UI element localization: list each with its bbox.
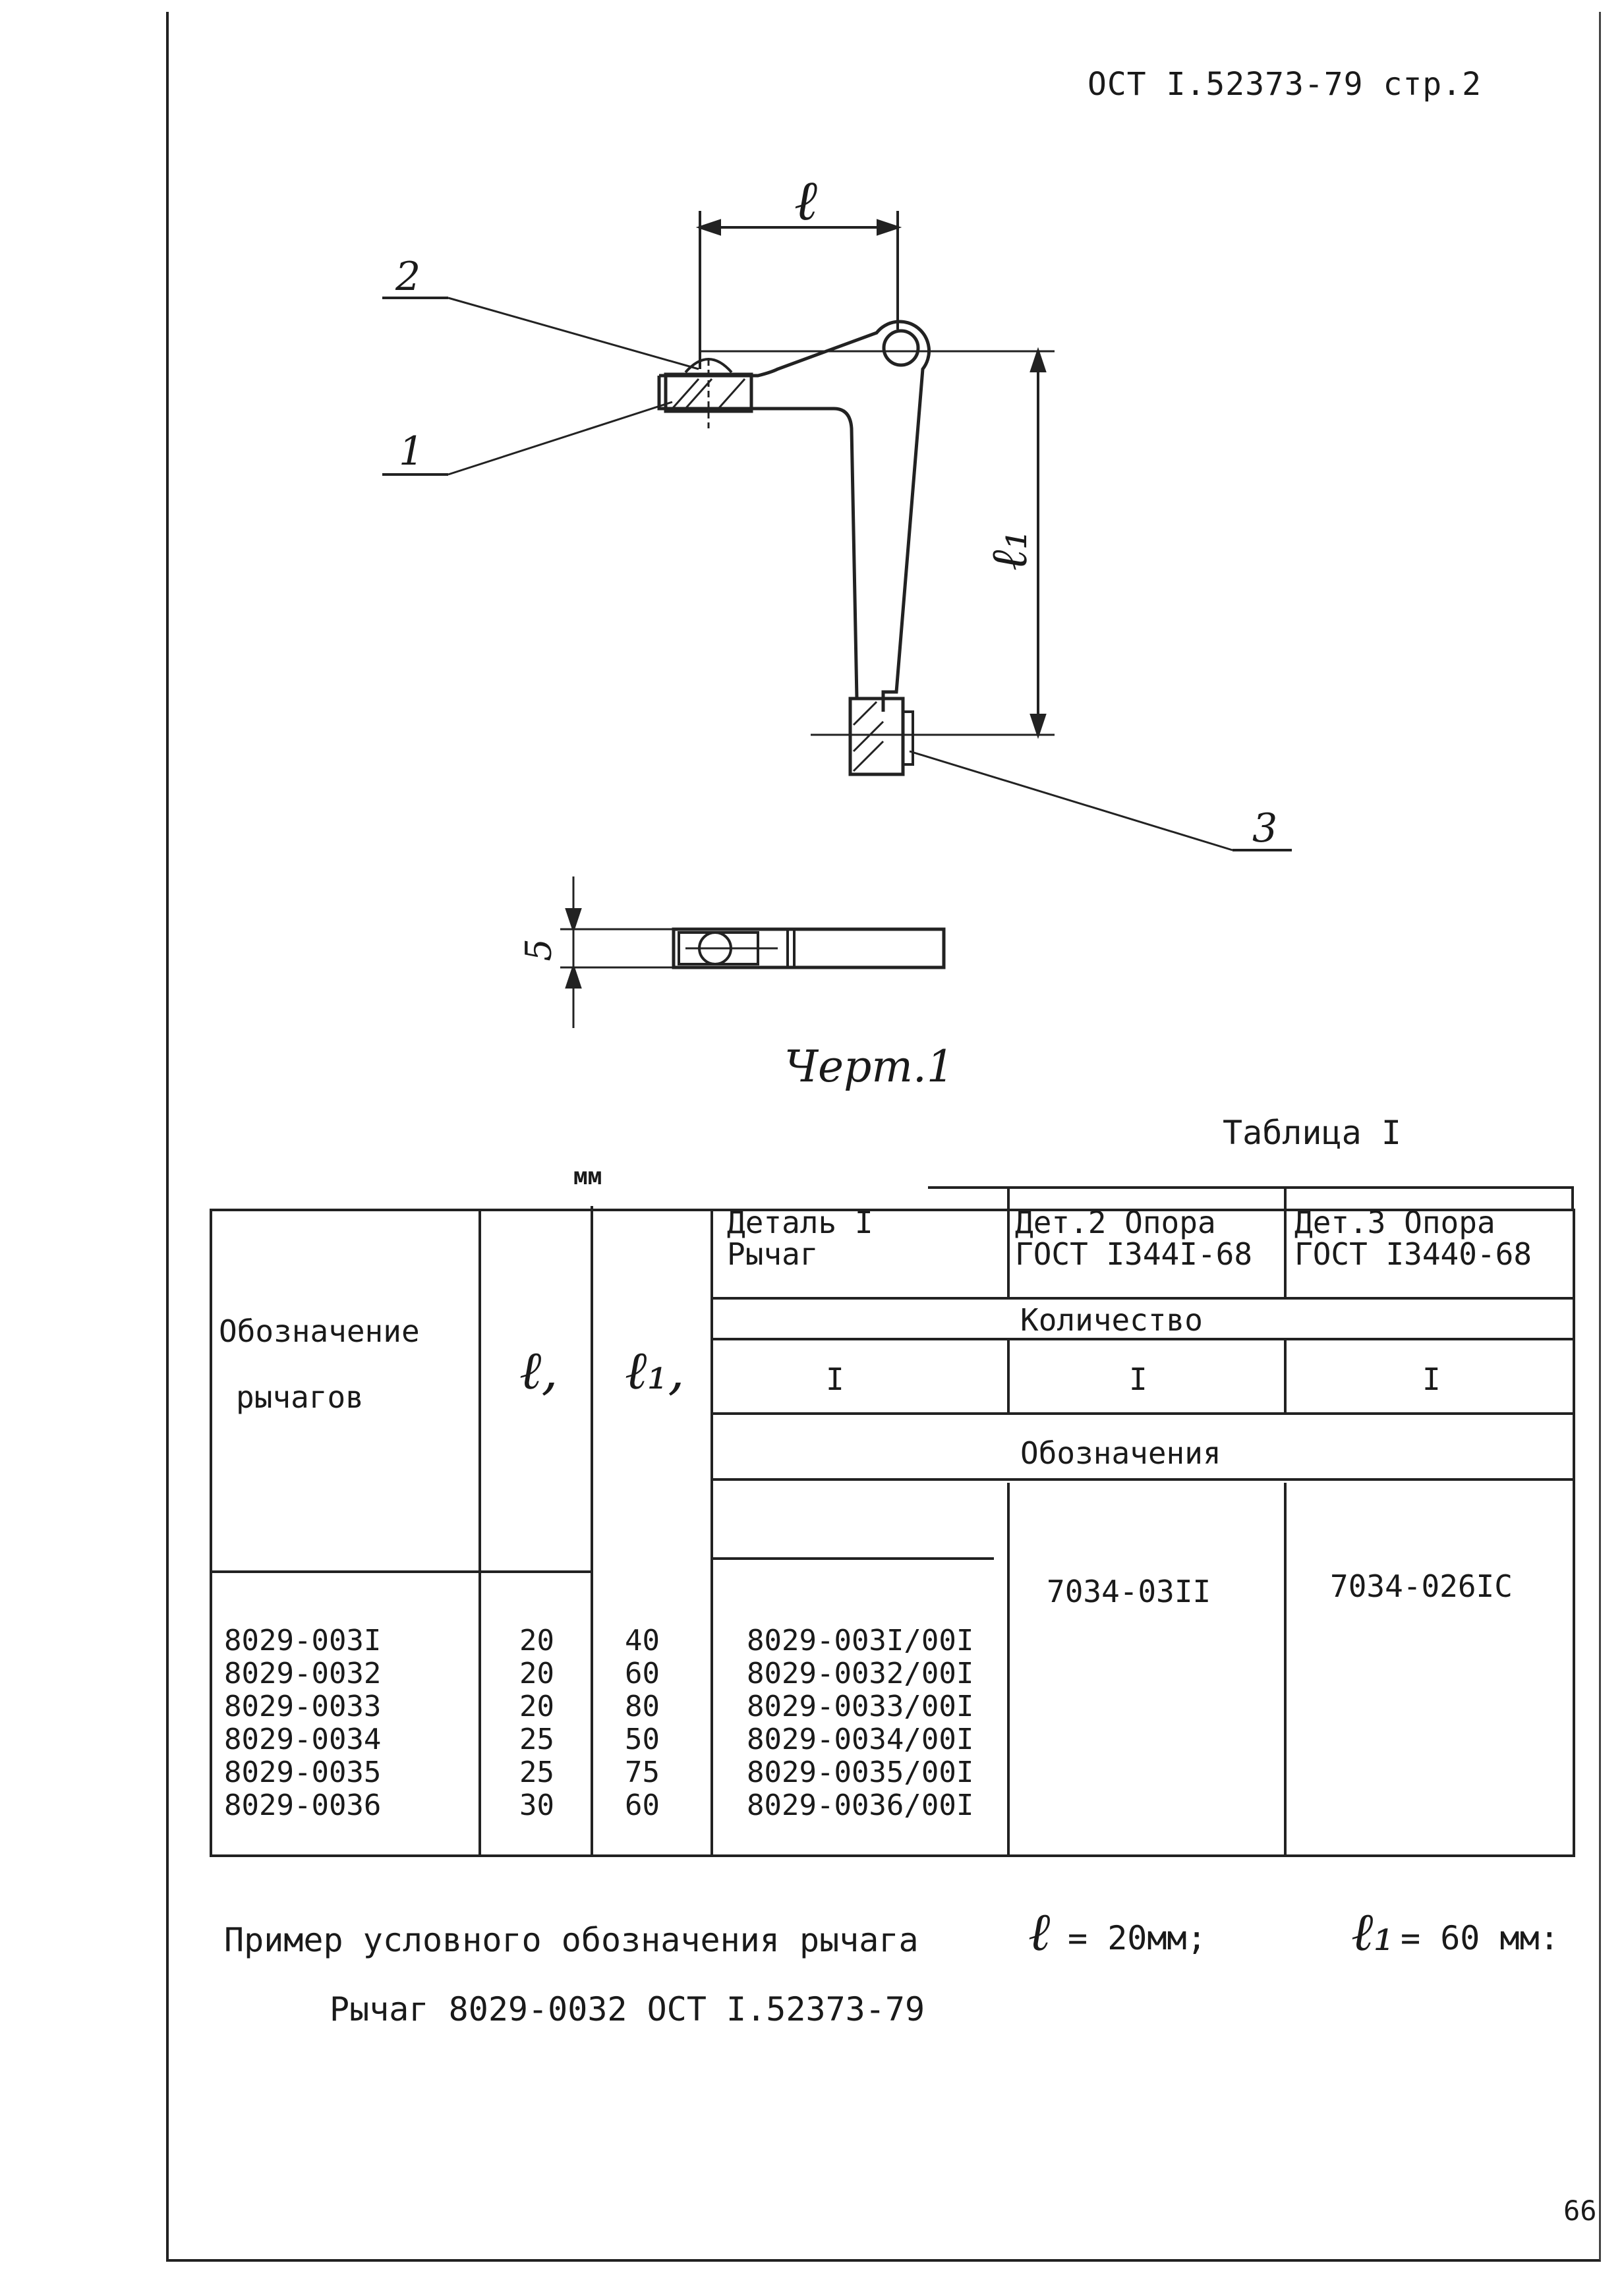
dim-l-arrow-right [877, 219, 902, 236]
dim-l1-label: ℓ₁ [979, 529, 1039, 571]
table-row-l: 30 [519, 1789, 554, 1822]
table-row-l1: 50 [625, 1723, 660, 1756]
table-title: Таблица I [1223, 1114, 1401, 1152]
table-row-l1: 75 [625, 1756, 660, 1789]
table-row-designation: 8029-0033 [224, 1690, 382, 1723]
table-row-part1: 8029-0035/00I [747, 1756, 974, 1789]
table-row-part1: 8029-0034/00I [747, 1723, 974, 1756]
table-row-l: 25 [519, 1756, 554, 1789]
callout-2-leader [448, 297, 699, 370]
spec-table: Обозначение рычагов ℓ, ℓ₁, Деталь I Рыча… [210, 1186, 1575, 1858]
callout-3-label: 3 [1252, 805, 1278, 851]
rows-l1: 40 60 80 50 75 60 [625, 1624, 660, 1822]
rows-l: 20 20 20 25 25 30 [519, 1624, 554, 1822]
table-row-part1: 8029-0033/00I [747, 1690, 974, 1723]
table-row-l1: 40 [625, 1624, 660, 1657]
technical-drawing [382, 211, 1292, 1028]
part2-designation: 7034-03II [1047, 1574, 1211, 1609]
lever-end [657, 376, 758, 411]
table-row-l1: 80 [625, 1690, 660, 1723]
table-row-part1: 8029-0032/00I [747, 1657, 974, 1690]
header-part1-line2: Рычаг [727, 1236, 819, 1272]
table-row-l: 20 [519, 1624, 554, 1657]
header-l1: ℓ₁, [625, 1340, 685, 1401]
table-row-designation: 8029-0032 [224, 1657, 382, 1690]
table-row-l: 20 [519, 1657, 554, 1690]
callout-1-leader [448, 401, 673, 476]
dim-l-label: ℓ [794, 168, 817, 233]
rows-part1: 8029-003I/00I 8029-0032/00I 8029-0033/00… [747, 1624, 973, 1822]
table-row-part1: 8029-003I/00I [747, 1624, 974, 1657]
table-row-part1: 8029-0036/00I [747, 1789, 974, 1822]
example-l1-value: = 60 мм: [1401, 1919, 1559, 1957]
header-designation-line2: рычагов [236, 1379, 364, 1415]
table-row-l: 20 [519, 1690, 554, 1723]
document-reference: ОСТ I.52373-79 стр.2 [1088, 66, 1482, 103]
example-l-symbol: ℓ [1028, 1901, 1051, 1963]
table-row-designation: 8029-0036 [224, 1789, 382, 1822]
dim-l1-arrow-bottom [1030, 714, 1047, 739]
page-number: 66 [1563, 2195, 1597, 2227]
dim-l1-arrow-top [1030, 347, 1047, 372]
table-units: мм [573, 1163, 602, 1190]
header-part3-line2: ГОСТ I3440-68 [1294, 1236, 1532, 1272]
table-row-l: 25 [519, 1723, 554, 1756]
dim-thickness-label: 5 [517, 938, 560, 961]
quantity-part3: I [1422, 1362, 1441, 1397]
lever-plan-view [672, 927, 946, 969]
lever-outline-outer [659, 320, 931, 712]
pivot-hole [882, 329, 920, 367]
rows-designation: 8029-003I 8029-0032 8029-0033 8029-0034 … [224, 1624, 381, 1822]
part3-designation: 7034-026IC [1330, 1568, 1513, 1604]
support-3-body [848, 697, 905, 776]
page-frame [166, 12, 1601, 2262]
quantity-part2: I [1129, 1362, 1147, 1397]
example-l1-symbol: ℓ₁ [1351, 1901, 1395, 1963]
callout-1-label: 1 [399, 428, 424, 474]
table-row-designation: 8029-0034 [224, 1723, 382, 1756]
header-part2-line1: Дет.2 Опора [1015, 1205, 1216, 1240]
quantity-label: Количество [1020, 1302, 1203, 1338]
lever-outline-inner [758, 407, 859, 699]
table-row-designation: 8029-003I [224, 1624, 382, 1657]
drawing-caption: Черт.1 [784, 1041, 954, 1092]
header-part3-line1: Дет.3 Опора [1294, 1205, 1495, 1240]
callout-2-label: 2 [395, 254, 421, 300]
table-row-designation: 8029-0035 [224, 1756, 382, 1789]
table-row-l1: 60 [625, 1789, 660, 1822]
header-l: ℓ, [519, 1340, 558, 1401]
example-designation: Рычаг 8029-0032 ОСТ I.52373-79 [330, 1990, 925, 2028]
header-part2-line2: ГОСТ I344I-68 [1015, 1236, 1253, 1272]
callout-3-leader [909, 750, 1233, 851]
example-l-value: = 20мм; [1068, 1919, 1207, 1957]
example-title: Пример условного обозначения рычага [224, 1921, 919, 1959]
header-part1-line1: Деталь I [727, 1205, 873, 1240]
table-row-l1: 60 [625, 1657, 660, 1690]
quantity-part1: I [826, 1362, 844, 1397]
dim-l-arrow-left [695, 219, 721, 236]
header-designation-line1: Обозначение [219, 1313, 420, 1349]
designations-label: Обозначения [1020, 1435, 1221, 1471]
table-border [210, 1209, 1575, 1857]
